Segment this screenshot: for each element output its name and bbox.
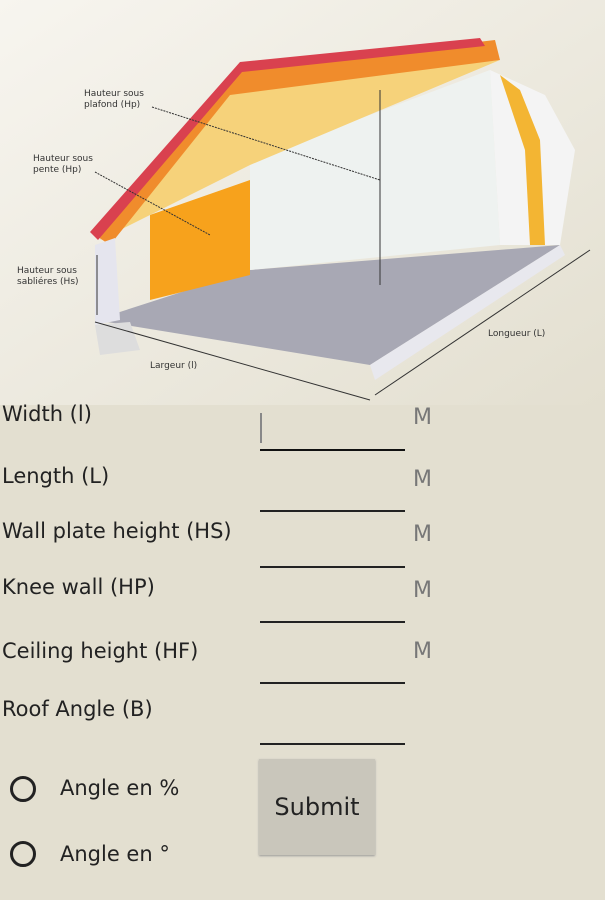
length-unit: M: [413, 467, 432, 492]
ceiling-height-input[interactable]: [260, 642, 405, 684]
knee-wall-unit: M: [413, 578, 432, 603]
wall-plate-height-label: Wall plate height (HS): [2, 519, 232, 543]
angle-degree-radio[interactable]: [10, 841, 36, 867]
angle-degree-label[interactable]: Angle en °: [60, 842, 170, 866]
label-length: Longueur (L): [488, 329, 545, 339]
angle-percent-radio[interactable]: [10, 776, 36, 802]
knee-wall-input[interactable]: [260, 581, 405, 623]
roof-angle-label: Roof Angle (B): [2, 697, 153, 721]
angle-percent-label[interactable]: Angle en %: [60, 776, 180, 800]
length-input[interactable]: [260, 470, 405, 512]
width-unit: M: [413, 405, 432, 430]
width-label: Width (l): [2, 402, 92, 426]
text-caret: [260, 413, 262, 443]
ceiling-height-unit: M: [413, 639, 432, 664]
wall-plate-height-unit: M: [413, 522, 432, 547]
roof-angle-input[interactable]: [260, 703, 405, 745]
knee-wall-label: Knee wall (HP): [2, 575, 155, 599]
ceiling-height-label: Ceiling height (HF): [2, 639, 199, 663]
width-input[interactable]: [260, 409, 405, 451]
wall-plate-height-input[interactable]: [260, 526, 405, 568]
length-label: Length (L): [2, 464, 110, 488]
submit-button[interactable]: Submit: [259, 759, 375, 855]
label-width: Largeur (l): [150, 361, 197, 371]
